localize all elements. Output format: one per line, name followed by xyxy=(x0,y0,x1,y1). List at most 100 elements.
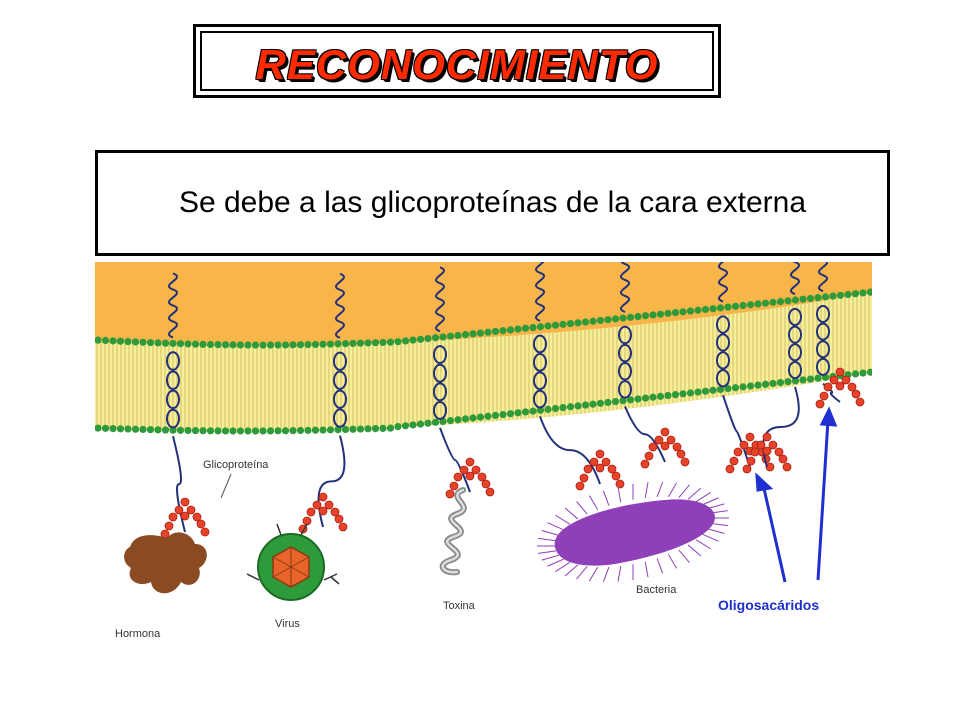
lipid-head xyxy=(709,305,717,313)
sugar-bead xyxy=(660,427,670,437)
lipid-head xyxy=(784,297,792,305)
lipid-head xyxy=(596,316,605,325)
lipid-head xyxy=(154,426,162,434)
sugar-bead xyxy=(481,479,491,489)
lipid-head xyxy=(154,339,162,347)
sugar-bead xyxy=(196,519,206,529)
subtitle-box: Se debe a las glicoproteínas de la cara … xyxy=(95,150,890,256)
lipid-head xyxy=(446,332,455,340)
lipid-head xyxy=(611,397,620,406)
lipid-head xyxy=(176,426,185,434)
lipid-head xyxy=(791,377,800,385)
sugar-bead xyxy=(318,492,328,502)
lipid-head xyxy=(236,427,245,435)
lipid-head xyxy=(176,340,185,348)
lipid-head xyxy=(439,333,447,341)
lipid-head xyxy=(341,340,350,348)
sugar-bead xyxy=(851,389,861,399)
lipid-head xyxy=(829,292,837,300)
lipid-head xyxy=(731,302,740,310)
lipid-head xyxy=(754,300,762,308)
lipid-head xyxy=(514,325,522,333)
lipid-head xyxy=(746,301,755,309)
lipid-head xyxy=(274,341,282,349)
sugar-bead xyxy=(338,522,348,532)
lipid-head xyxy=(499,410,507,419)
lipid-head xyxy=(95,336,102,344)
lipid-head xyxy=(371,339,380,347)
lipid-head xyxy=(469,330,477,338)
lipid-head xyxy=(386,424,395,432)
lipid-head xyxy=(589,317,597,325)
label-hormone: Hormona xyxy=(115,628,161,640)
lipid-head xyxy=(484,328,492,336)
sugar-bead xyxy=(739,440,749,450)
lipid-head xyxy=(244,341,252,349)
protein-coil xyxy=(716,351,730,370)
protein-coil xyxy=(533,334,547,354)
lipid-head xyxy=(266,341,275,349)
lipid-head xyxy=(221,341,230,349)
lipid-head xyxy=(761,299,770,307)
lipid-head xyxy=(694,388,702,396)
protein-coil xyxy=(716,333,730,352)
lipid-head xyxy=(581,401,590,409)
hormone-shape xyxy=(124,532,207,594)
bacteria-hair xyxy=(541,530,560,536)
lipid-head xyxy=(161,339,170,347)
lipid-head xyxy=(349,339,357,348)
lipid-head xyxy=(611,315,620,323)
lipid-head xyxy=(649,393,657,401)
lipid-head xyxy=(596,399,605,407)
lipid-head xyxy=(101,336,110,345)
lipid-head xyxy=(394,423,402,431)
sugar-bead xyxy=(589,457,599,467)
sugar-bead xyxy=(729,456,739,466)
protein-stalk xyxy=(539,415,601,485)
lipid-head xyxy=(281,427,290,435)
lipid-head xyxy=(259,427,267,435)
bacteria-shape xyxy=(537,481,729,583)
lipid-head xyxy=(416,335,425,343)
sugar-bead xyxy=(778,454,788,464)
lipid-head xyxy=(184,340,192,348)
lipid-head xyxy=(664,391,672,400)
sugar-bead xyxy=(611,471,621,481)
lipid-head xyxy=(191,427,200,435)
sugar-bead xyxy=(174,505,184,515)
lipid-head xyxy=(641,312,650,320)
bacteria-hair xyxy=(538,537,557,542)
lipid-head xyxy=(521,408,530,416)
bacteria-hair xyxy=(617,566,622,582)
protein-coil xyxy=(433,363,447,383)
sugar-bead xyxy=(465,471,475,481)
lipid-head xyxy=(626,313,635,321)
lipid-head xyxy=(791,296,800,304)
lipid-head xyxy=(641,394,650,402)
sugar-bead xyxy=(579,473,589,483)
lipid-head xyxy=(146,426,155,434)
protein-coil xyxy=(618,343,632,363)
subtitle-text: Se debe a las glicoproteínas de la cara … xyxy=(178,186,807,219)
protein-coil xyxy=(433,401,447,420)
lipid-head xyxy=(491,411,500,420)
bacteria-hair xyxy=(555,561,571,572)
lipid-head xyxy=(371,425,380,433)
lipid-head xyxy=(334,340,342,348)
lipid-head xyxy=(214,427,222,435)
sugar-bead xyxy=(762,432,772,442)
lipid-head xyxy=(199,427,207,435)
label-toxin: Toxina xyxy=(443,600,476,612)
lipid-head xyxy=(146,338,155,347)
sugar-bead xyxy=(583,464,593,474)
protein-coil xyxy=(816,304,830,323)
lipid-head xyxy=(686,307,695,315)
lipid-head xyxy=(364,339,372,347)
lipid-head xyxy=(319,426,327,434)
bacteria-hair xyxy=(656,558,664,574)
protein-coil xyxy=(618,325,632,345)
sugar-bead xyxy=(829,375,839,385)
lipid-head xyxy=(559,404,567,412)
label-glycoprotein: Glicoproteína xyxy=(203,459,269,471)
bacteria-hair xyxy=(602,566,610,583)
